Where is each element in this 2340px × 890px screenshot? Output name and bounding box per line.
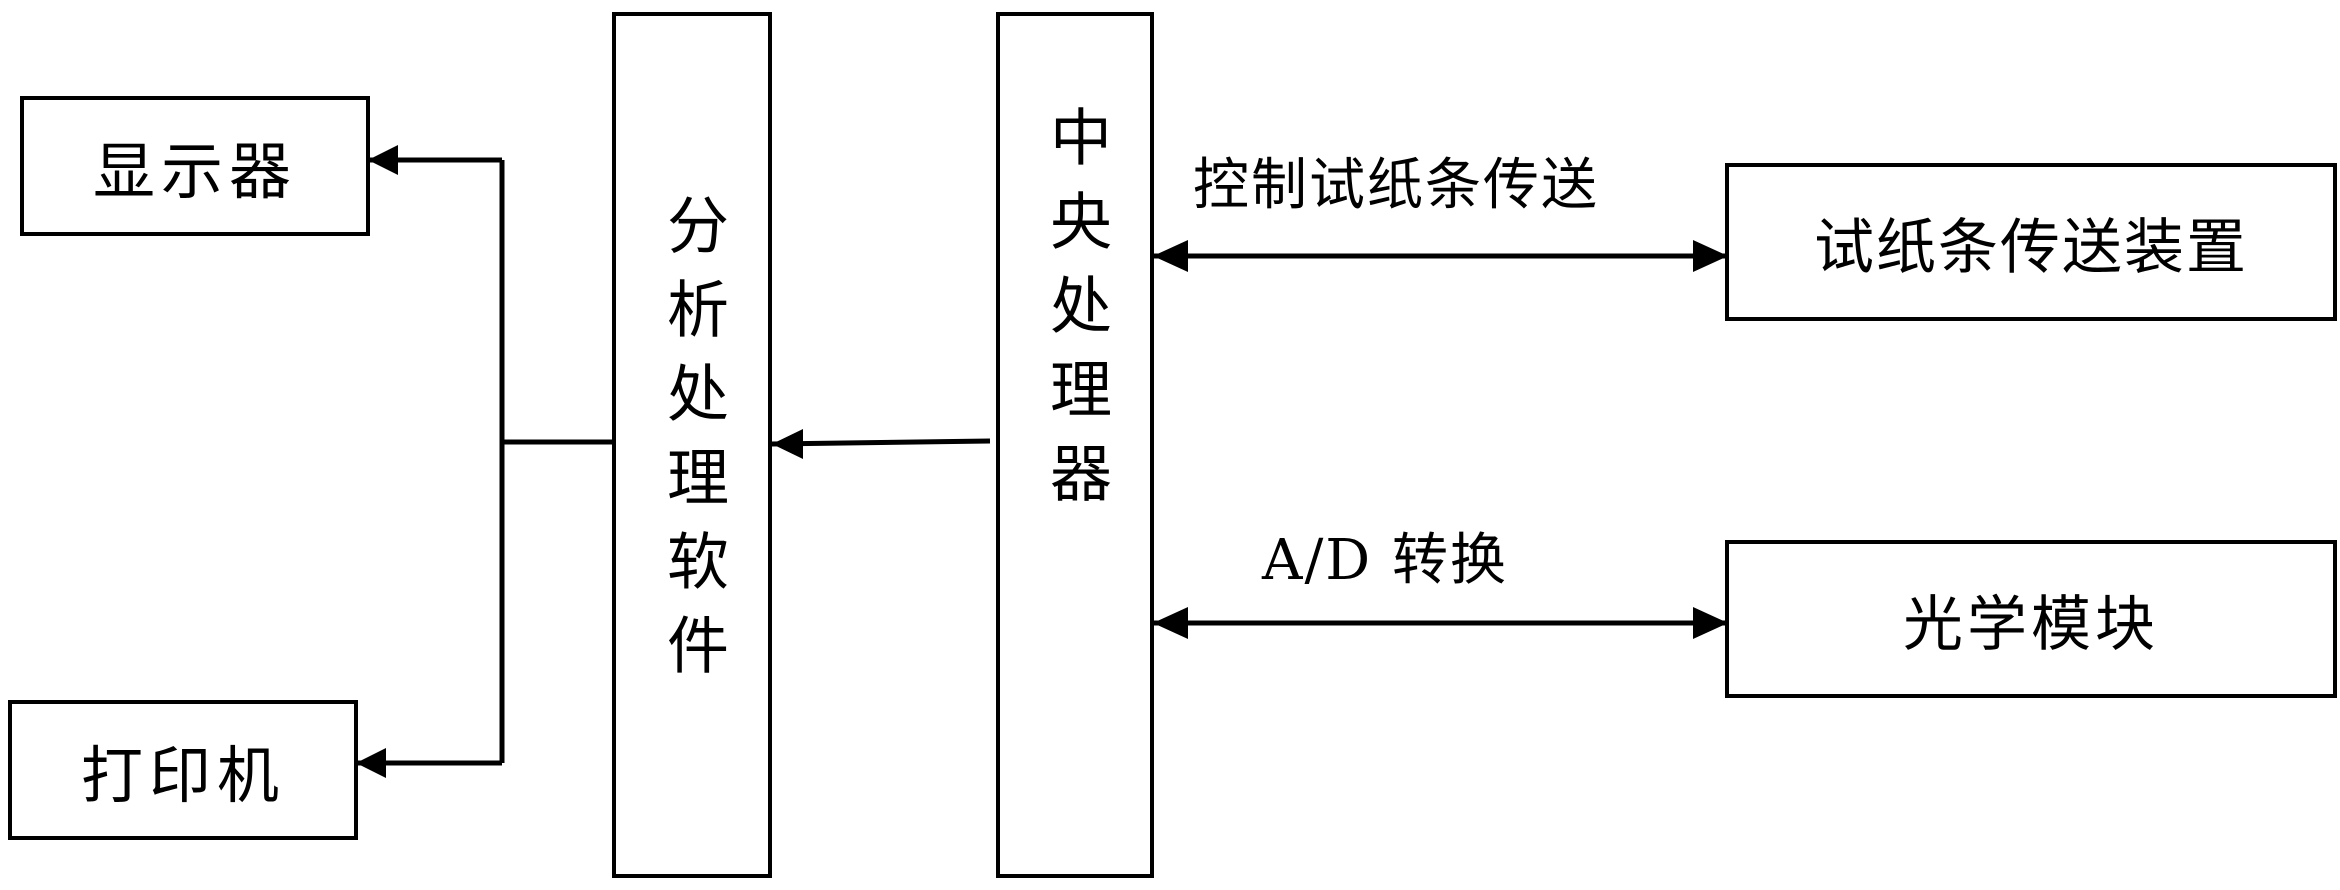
arrowhead-printer (356, 748, 386, 778)
cpu-label: 中央处理器 (1039, 105, 1112, 525)
arrowhead-optical-left (1153, 607, 1188, 639)
analysis-software-box: 分析处理软件 (612, 12, 772, 878)
cpu-box: 中央处理器 (996, 12, 1154, 878)
display-box: 显示器 (20, 96, 370, 236)
arrow-cpu-to-software (771, 438, 991, 447)
display-label: 显示器 (92, 135, 297, 208)
arrowhead-software (772, 429, 803, 459)
arrowhead-strip-right (1693, 240, 1728, 272)
strip-transport-device-label: 试纸条传送装置 (1814, 212, 2248, 283)
arrowhead-display (368, 145, 398, 175)
optical-module-box: 光学模块 (1725, 540, 2337, 698)
edge-label-control-strip-transport: 控制试纸条传送 (1193, 153, 1599, 218)
optical-module-label: 光学模块 (1903, 589, 2159, 660)
printer-box: 打印机 (8, 700, 358, 840)
arrowhead-strip-left (1153, 240, 1188, 272)
strip-transport-device-box: 试纸条传送装置 (1725, 163, 2337, 321)
analysis-software-label: 分析处理软件 (656, 193, 729, 697)
edge-label-ad-conversion: A/D 转换 (1262, 528, 1509, 593)
arrowhead-optical-right (1693, 607, 1728, 639)
printer-label: 打印机 (80, 739, 285, 812)
